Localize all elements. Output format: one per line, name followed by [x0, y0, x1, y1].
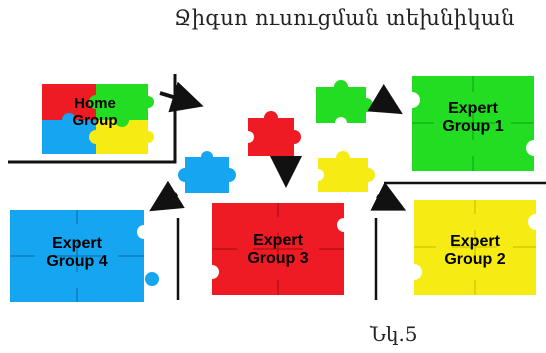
arrows: [149, 81, 407, 212]
arrow-to-expert-1: [367, 83, 403, 115]
expert-group-4-puzzle: [10, 210, 159, 302]
piece-green: [316, 80, 373, 129]
piece-blue: [178, 151, 236, 193]
expert-group-2-label: Expert Group 2: [444, 233, 506, 268]
arrow-to-expert-4: [149, 180, 185, 212]
arrow-to-expert-2: [370, 181, 407, 211]
expert-group-3-label: Expert Group 3: [247, 232, 309, 267]
piece-yellow: [312, 151, 375, 192]
expert-group-4-label: Expert Group 4: [46, 235, 108, 270]
arrow-home-to-pieces: [159, 81, 204, 113]
home-group-puzzle: [42, 84, 154, 154]
expert-group-1-label: Expert Group 1: [442, 100, 504, 135]
home-group-label: Home Group: [72, 95, 118, 129]
expert-group-3-puzzle: [205, 203, 351, 295]
figure-title: Ջիգսո ուսուցման տեխնիկան: [174, 6, 515, 30]
expert-group-2-puzzle: [406, 200, 544, 295]
expert-group-1-puzzle: [404, 76, 542, 171]
piece-red: [242, 111, 301, 156]
figure-caption: Նկ.5: [370, 322, 418, 346]
